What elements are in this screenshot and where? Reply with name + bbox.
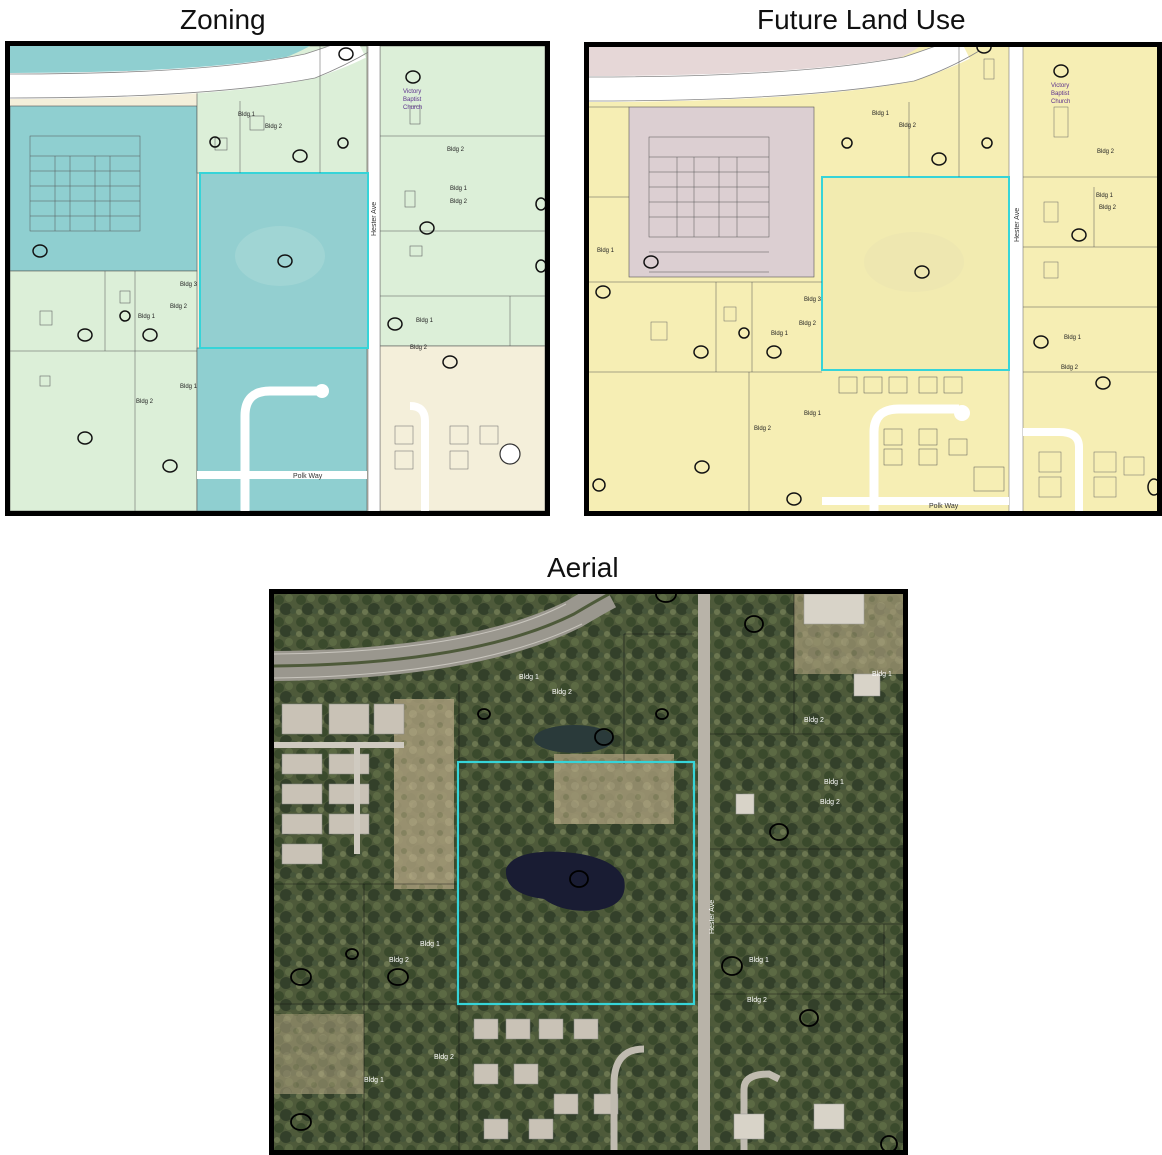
aerial-bldg1-f-label: Bldg 1 [872, 671, 892, 678]
flu-church-line3: Church [1051, 99, 1070, 105]
flu-bldg2-c-label: Bldg 2 [1099, 205, 1117, 211]
aerial-bldg2-f-label: Bldg 2 [804, 717, 824, 724]
aerial-bldg1-c-label: Bldg 1 [420, 941, 440, 948]
aerial-hester-ave-label: Hester Ave [709, 900, 716, 934]
zoning-bldg2-e-label: Bldg 2 [410, 345, 428, 351]
flu-bldg1-e-label: Bldg 1 [771, 331, 789, 337]
zoning-polk-way-label: Polk Way [293, 473, 323, 480]
aerial-map-canvas: Bldg 1 Bldg 2 Bldg 1 Bldg 2 Bldg 1 Bldg … [274, 594, 903, 1150]
flu-bldg2-f-label: Bldg 2 [1061, 365, 1079, 371]
aerial-bldg2-d-label: Bldg 2 [747, 997, 767, 1004]
zoning-bldg2-f-label: Bldg 2 [136, 399, 154, 405]
aerial-bldg2-label: Bldg 2 [552, 689, 572, 696]
aerial-bldg1-b-label: Bldg 1 [824, 779, 844, 786]
future-land-use-map: Bldg 1 Bldg 2 Bldg 2 Bldg 1 Bldg 2 Bldg … [584, 42, 1162, 516]
flu-church-line1: Victory [1051, 83, 1069, 89]
flu-polk-way-label: Polk Way [929, 503, 959, 510]
flu-bldg1-f-label: Bldg 1 [1064, 335, 1082, 341]
flu-bldg2-b-label: Bldg 2 [1097, 149, 1115, 155]
flu-church-line2: Baptist [1051, 91, 1070, 97]
aerial-bldg1-label: Bldg 1 [519, 674, 539, 681]
zoning-bldg3-label: Bldg 3 [180, 282, 198, 288]
zoning-bldg1-c-label: Bldg 1 [450, 186, 468, 192]
zoning-title: Zoning [180, 4, 266, 35]
zoning-map: Bldg 1 Bldg 2 Bldg 2 Bldg 1 Bldg 2 Bldg … [5, 41, 550, 516]
flu-bldg3-label: Bldg 3 [804, 297, 822, 303]
aerial-map: Bldg 1 Bldg 2 Bldg 1 Bldg 2 Bldg 1 Bldg … [269, 589, 908, 1155]
zoning-bldg1-f-label: Bldg 1 [180, 384, 198, 390]
future-land-use-title: Future Land Use [757, 4, 966, 35]
zoning-church-line2: Baptist [403, 97, 422, 103]
future-land-use-map-canvas: Bldg 1 Bldg 2 Bldg 2 Bldg 1 Bldg 2 Bldg … [589, 47, 1157, 511]
aerial-bldg1-d-label: Bldg 1 [749, 957, 769, 964]
flu-hester-ave-label: Hester Ave [1014, 208, 1021, 242]
zoning-church-line1: Victory [403, 89, 421, 95]
flu-bldg1-c-label: Bldg 1 [1096, 193, 1114, 199]
zoning-bldg2-label: Bldg 2 [265, 124, 283, 130]
flu-bldg2-label: Bldg 2 [899, 123, 917, 129]
aerial-bldg2-b-label: Bldg 2 [820, 799, 840, 806]
zoning-map-canvas: Bldg 1 Bldg 2 Bldg 2 Bldg 1 Bldg 2 Bldg … [10, 46, 545, 511]
aerial-bldg2-e-label: Bldg 2 [434, 1054, 454, 1061]
flu-bldg2-d-label: Bldg 2 [799, 321, 817, 327]
zoning-church-line3: Church [403, 105, 422, 111]
zoning-bldg2-b-label: Bldg 2 [447, 147, 465, 153]
zoning-bldg2-c-label: Bldg 2 [450, 199, 468, 205]
zoning-bldg2-d-label: Bldg 2 [170, 304, 188, 310]
flu-bldg1-g-label: Bldg 1 [804, 411, 822, 417]
aerial-bldg1-e-label: Bldg 1 [364, 1077, 384, 1084]
zoning-bldg1-d-label: Bldg 1 [138, 314, 156, 320]
flu-bldg1-d-label: Bldg 1 [597, 248, 615, 254]
flu-bldg2-g-label: Bldg 2 [754, 426, 772, 432]
aerial-title: Aerial [547, 552, 619, 583]
zoning-bldg1-e-label: Bldg 1 [416, 318, 434, 324]
aerial-bldg2-c-label: Bldg 2 [389, 957, 409, 964]
flu-bldg1-label: Bldg 1 [872, 111, 890, 117]
zoning-bldg1-label: Bldg 1 [238, 112, 256, 118]
zoning-hester-ave-label: Hester Ave [371, 202, 378, 236]
